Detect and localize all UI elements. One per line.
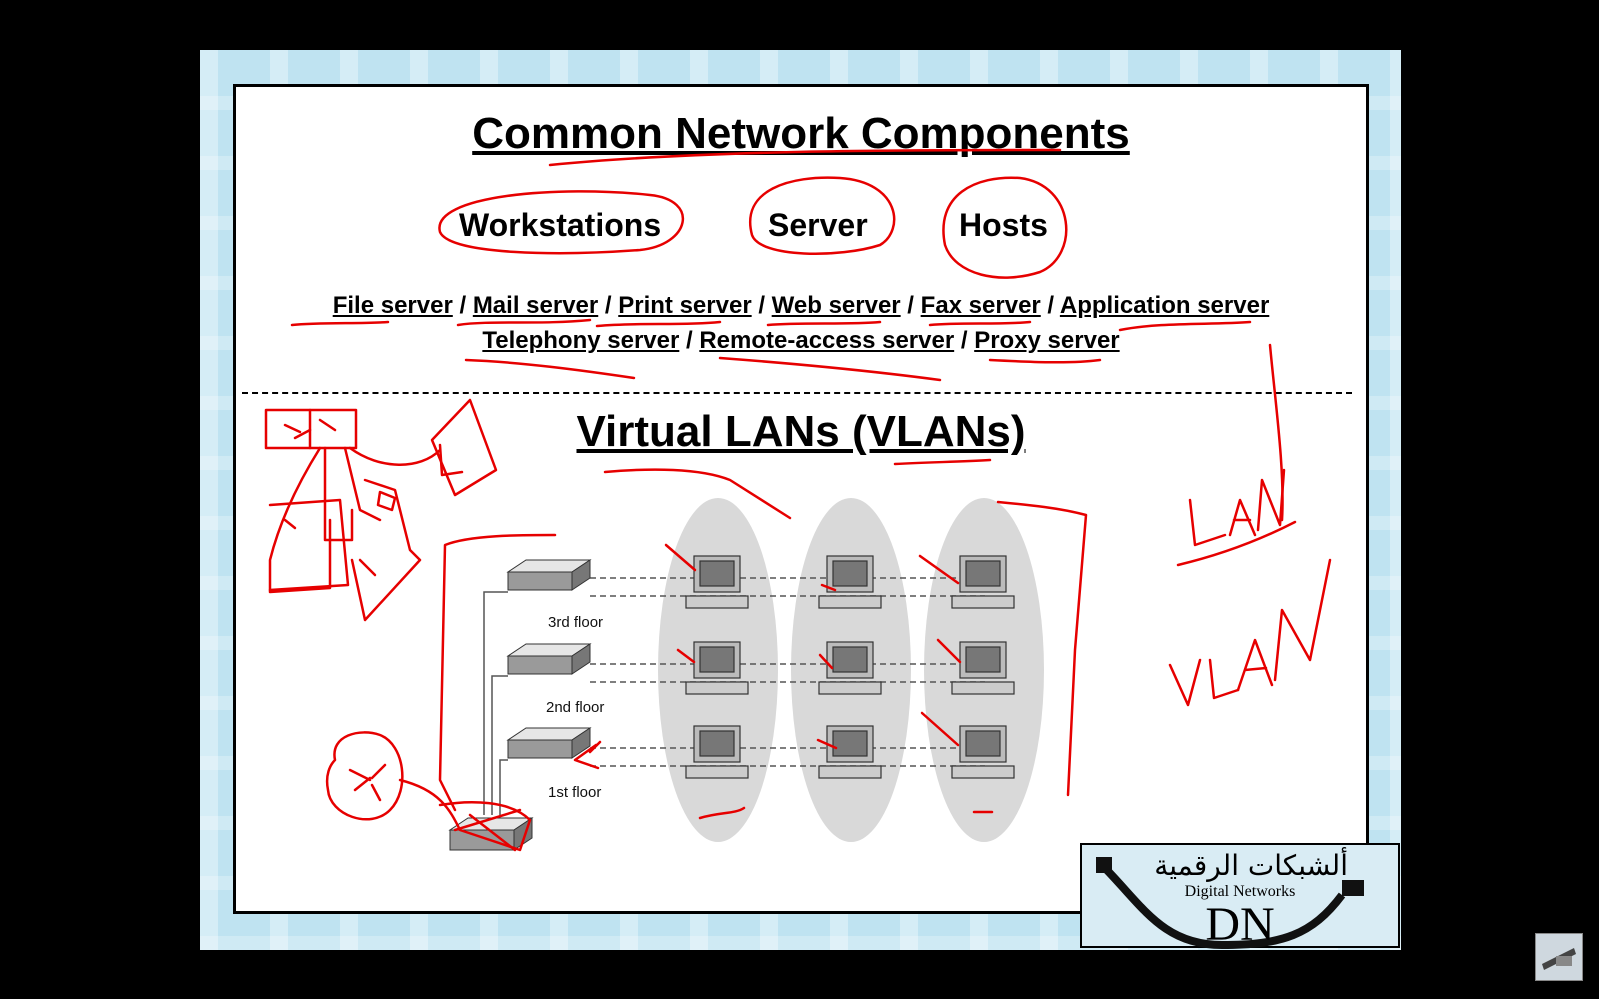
server-type: Proxy server [974,327,1120,354]
server-type: Print server [618,292,752,319]
components-row: Workstations Server Hosts [236,207,1366,257]
server-type: Fax server [920,292,1041,319]
dept-label-eng: ENG [966,796,1000,813]
component-server: Server [768,207,868,243]
server-type: Telephony server [482,327,680,354]
floor-label-1st: 1st floor [548,784,602,801]
vlan-title: Virtual LANs (VLANs) [576,407,1026,456]
dept-label-hr: HR [839,796,861,813]
dept-label-sales: SALES [692,796,742,813]
section-divider [242,392,1352,394]
channel-watermark-icon[interactable] [1535,933,1583,981]
floor-label-3rd: 3rd floor [548,614,604,631]
network-cable-icon [1096,857,1364,950]
server-type: Remote-access server [699,327,955,354]
server-type: Mail server [472,292,599,319]
server-type: Web server [771,292,901,319]
server-type: Application server [1059,292,1270,319]
logo-initials: DN [1205,898,1275,951]
floor-label-2nd: 2nd floor [546,699,605,716]
component-workstations: Workstations [459,207,662,243]
slide: Common Network Components Workstations S… [233,84,1369,914]
slide-title: Common Network Components [472,109,1130,158]
server-type: File server [332,292,453,319]
component-hosts: Hosts [959,207,1048,243]
server-types-line1: File server / Mail server / Print server… [332,292,1270,319]
logo-english-text: Digital Networks [1184,883,1296,900]
digital-networks-logo: ألشبكات الرقمية Digital Networks DN [1080,843,1400,951]
server-types-line2: Telephony server / Remote-access server … [482,327,1120,354]
logo-arabic-text: ألشبكات الرقمية [1154,849,1348,882]
